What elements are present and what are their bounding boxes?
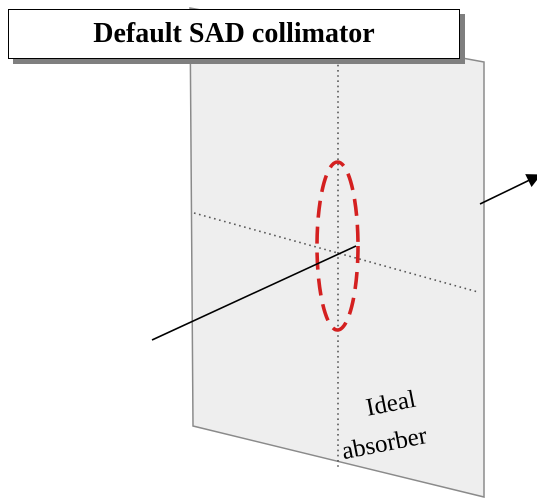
absorber-label-line1: Ideal [363,385,418,422]
beam-ray-entry [151,245,357,341]
absorber-label-line2: absorber [339,422,430,466]
center-guides [193,18,479,468]
title-text: Default SAD collimator [93,18,375,49]
aperture-ellipse [315,160,360,332]
horizontal-guide-line [193,212,479,293]
title-box: Default SAD collimator [8,9,460,59]
beam-ray-exit [479,174,537,205]
